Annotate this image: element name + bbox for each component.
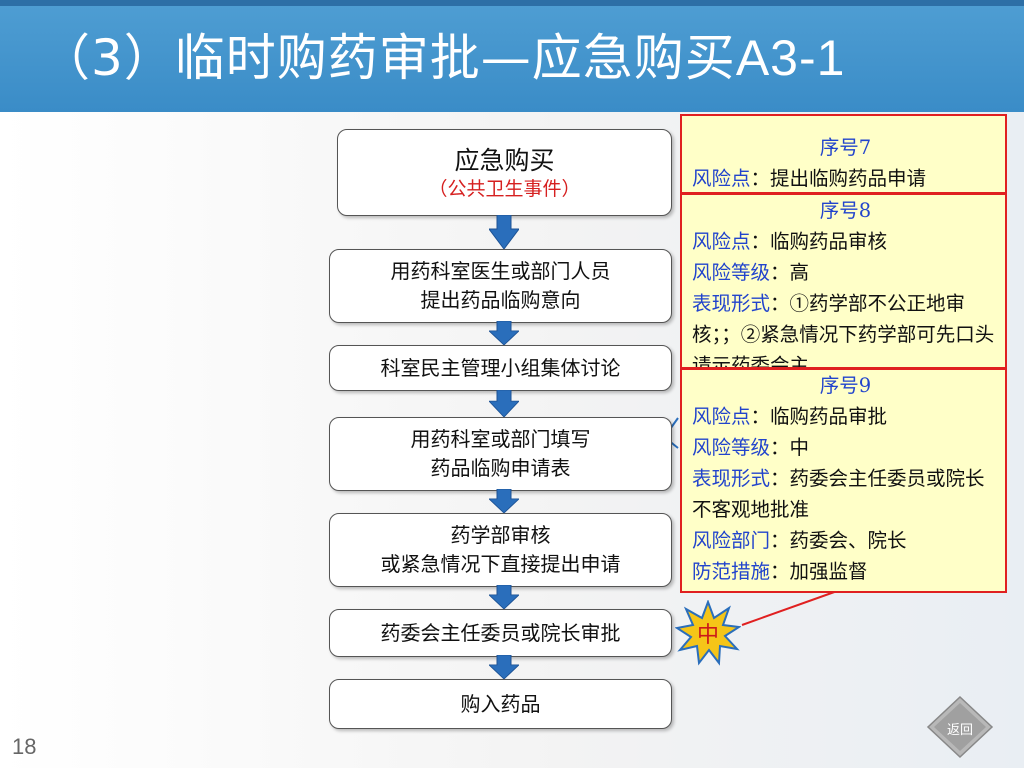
risk-level-label: 风险等级 xyxy=(692,261,771,284)
risk-panel-8-seq: 序号8 xyxy=(819,199,872,222)
risk-level-badge-text: 中 xyxy=(696,623,719,648)
flow-start-note: （公共卫生事件） xyxy=(428,177,581,200)
down-arrow-icon xyxy=(489,585,519,609)
flow-start-title: 应急购买 xyxy=(454,145,555,175)
flow-step-4-line2: 或紧急情况下直接提出申请 xyxy=(380,552,621,576)
risk-point-value: 临购药品审批 xyxy=(770,405,888,428)
flow-step-5-line1: 药委会主任委员或院长审批 xyxy=(380,620,621,645)
risk-point-label: 风险点 xyxy=(692,167,751,190)
flow-step-2: 科室民主管理小组集体讨论 xyxy=(329,345,672,391)
down-arrow-icon xyxy=(489,390,519,417)
risk-manifestation-label: 表现形式 xyxy=(692,292,771,315)
risk-manifestation-value: 药委会主任委员或院长不客观地批准 xyxy=(692,467,985,521)
flow-step-6: 购入药品 xyxy=(329,679,672,729)
flow-step-1: 用药科室医生或部门人员 提出药品临购意向 xyxy=(329,249,672,323)
risk-panel-7: 序号7 风险点：提出临购药品申请 xyxy=(680,114,1007,194)
slide-title-suffix: A3-1 xyxy=(735,30,846,86)
down-arrow-icon xyxy=(489,321,519,345)
down-arrow-icon xyxy=(489,215,519,249)
risk-panel-9: 序号9 风险点：临购药品审批 风险等级：中 表现形式：药委会主任委员或院长不客观… xyxy=(680,368,1007,593)
flow-step-5: 药委会主任委员或院长审批 xyxy=(329,609,672,657)
risk-panel-7-seq: 序号7 xyxy=(819,136,872,159)
risk-level-value: 高 xyxy=(789,261,810,284)
down-arrow-icon xyxy=(489,655,519,679)
flow-step-2-line1: 科室民主管理小组集体讨论 xyxy=(380,355,621,380)
flow-step-6-line1: 购入药品 xyxy=(460,691,541,716)
risk-point-label: 风险点 xyxy=(692,405,751,428)
flow-start-box: 应急购买 （公共卫生事件） xyxy=(337,129,672,216)
flow-step-4: 药学部审核 或紧急情况下直接提出申请 xyxy=(329,513,672,587)
flow-step-3-line1: 用药科室或部门填写 xyxy=(410,427,591,451)
risk-point-label: 风险点 xyxy=(692,230,751,253)
down-arrow-icon xyxy=(489,489,519,513)
page-number: 18 xyxy=(12,734,37,759)
risk-department-value: 药委会、院长 xyxy=(789,529,907,552)
prevention-measure-value: 加强监督 xyxy=(789,560,868,583)
flow-step-3-line2: 药品临购申请表 xyxy=(430,456,571,480)
risk-point-value: 临购药品审核 xyxy=(770,230,888,253)
risk-point-value: 提出临购药品申请 xyxy=(770,167,927,190)
risk-manifestation-label: 表现形式 xyxy=(692,467,771,490)
flow-step-3: 用药科室或部门填写 药品临购申请表 xyxy=(329,417,672,491)
risk-manifestation-value: ①药学部不公正地审核；；②紧急情况下药学部可先口头请示药委会主 xyxy=(692,292,995,369)
flow-step-4-line1: 药学部审核 xyxy=(450,523,551,547)
header-stripe xyxy=(0,0,1024,6)
risk-panel-9-seq: 序号9 xyxy=(819,374,872,397)
risk-panel-8: 序号8 风险点：临购药品审核 风险等级：高 表现形式：①药学部不公正地审核；；②… xyxy=(680,193,1007,369)
flow-step-1-line1: 用药科室医生或部门人员 xyxy=(390,259,611,283)
risk-department-label: 风险部门 xyxy=(692,529,771,552)
risk-level-value: 中 xyxy=(789,436,810,459)
prevention-measure-label: 防范措施 xyxy=(692,560,771,583)
back-button[interactable] xyxy=(924,693,996,761)
risk-level-burst-icon xyxy=(675,600,741,666)
risk-level-label: 风险等级 xyxy=(692,436,771,459)
back-button-label[interactable]: 返回 xyxy=(946,723,973,738)
slide-title: （3）临时购药审批—应急购买A3-1 xyxy=(40,29,846,87)
flow-step-1-line2: 提出药品临购意向 xyxy=(420,288,581,312)
slide-header: （3）临时购药审批—应急购买A3-1 xyxy=(0,0,1024,112)
